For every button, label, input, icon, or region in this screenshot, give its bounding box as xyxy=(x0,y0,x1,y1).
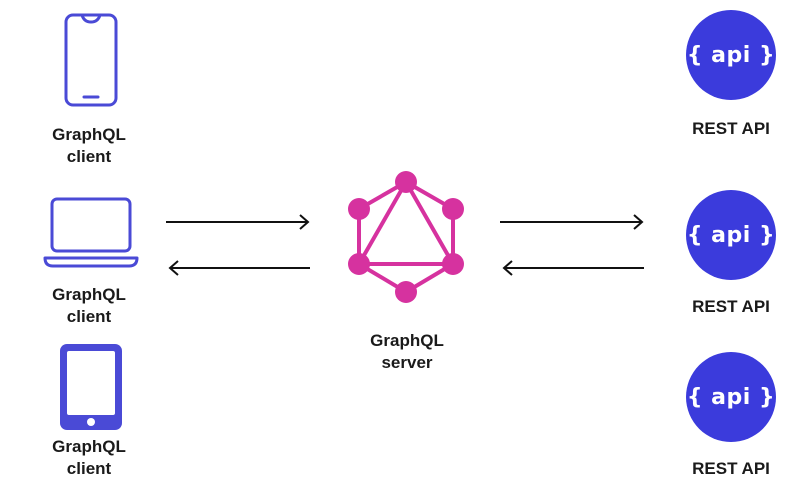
api-badge-icon-2: { api } xyxy=(686,190,776,280)
laptop-icon xyxy=(43,197,139,268)
api-badge-icon-3: { api } xyxy=(686,352,776,442)
client-label-2: GraphQL client xyxy=(52,285,126,326)
api-label-1: REST API xyxy=(692,119,770,138)
server-label: GraphQL server xyxy=(370,331,444,372)
api-label-2: REST API xyxy=(692,297,770,316)
api-label-3: REST API xyxy=(692,459,770,478)
arrow-left-api-to-server xyxy=(502,260,644,276)
client-label-3: GraphQL client xyxy=(52,437,126,478)
arrow-left-server-to-client xyxy=(168,260,310,276)
api-badge-icon-1: { api } xyxy=(686,10,776,100)
graphql-logo-icon xyxy=(348,171,464,303)
phone-icon xyxy=(64,13,118,107)
arrow-right-client-to-server xyxy=(166,214,310,230)
arrow-right-server-to-api xyxy=(500,214,644,230)
client-label-1: GraphQL client xyxy=(52,125,126,166)
tablet-icon xyxy=(60,344,122,430)
